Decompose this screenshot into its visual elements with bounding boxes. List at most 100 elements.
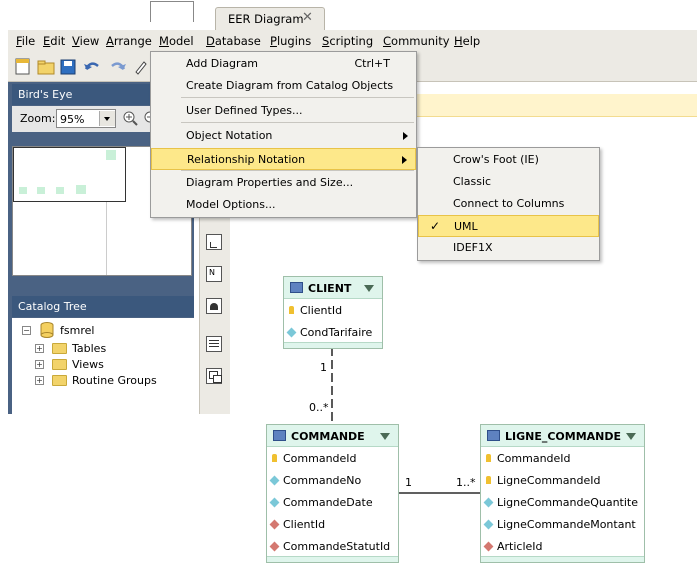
open-folder-icon[interactable] [37, 60, 55, 75]
entity-column[interactable]: LigneCommandeQuantite [481, 492, 644, 514]
collapse-triangle-icon[interactable] [364, 285, 374, 292]
model-menu: Add Diagram Ctrl+T Create Diagram from Cat… [150, 51, 417, 218]
entity-column[interactable]: LigneCommandeId [481, 470, 644, 492]
collapse-triangle-icon[interactable] [380, 433, 390, 440]
submenu-item-connect-to-columns[interactable]: Connect to Columns [418, 193, 599, 215]
note-tool-icon[interactable]: N [206, 266, 222, 282]
menu-edit[interactable]: Edit [43, 34, 65, 48]
menu-item-diagram-properties-and-size[interactable]: Diagram Properties and Size... [151, 172, 416, 194]
birds-eye-title: Bird's Eye [18, 88, 73, 101]
tree-item-routine-groups[interactable]: Routine Groups [72, 374, 157, 387]
menu-community[interactable]: Community [383, 34, 450, 48]
table-tool-icon[interactable] [206, 336, 222, 352]
menu-item-label: Add Diagram [186, 57, 259, 70]
menu-file[interactable]: File [16, 34, 35, 48]
entity-title: LIGNE_COMMANDE [505, 430, 622, 443]
entity-column[interactable]: CommandeId [481, 448, 644, 470]
image-tool-icon[interactable] [206, 298, 222, 314]
minimap-entity [19, 187, 27, 194]
menu-model-active-box [150, 1, 194, 22]
menu-item-object-notation[interactable]: Object Notation [151, 125, 416, 147]
table-icon [290, 282, 303, 293]
expand-icon[interactable]: + [35, 344, 44, 353]
view-tool-icon[interactable] [206, 368, 222, 384]
tab-eer-diagram[interactable]: EER Diagram ✕ [215, 7, 325, 30]
collapse-icon[interactable]: − [22, 326, 31, 335]
menu-item-model-options[interactable]: Model Options... [151, 194, 416, 216]
close-icon[interactable]: ✕ [302, 10, 313, 25]
zoom-in-icon[interactable] [123, 111, 138, 126]
entity-footer [481, 556, 644, 562]
menu-item-user-defined-types[interactable]: User Defined Types... [151, 100, 416, 122]
collapse-triangle-icon[interactable] [626, 433, 636, 440]
toolbar-icons [15, 58, 147, 75]
entity-column[interactable]: ClientId [267, 514, 398, 536]
entity-column[interactable]: ClientId [284, 300, 382, 322]
menu-item-add-diagram[interactable]: Add Diagram Ctrl+T [151, 53, 416, 75]
foreign-key-icon [483, 541, 494, 552]
primary-key-icon [486, 476, 491, 484]
menu-help[interactable]: Help [454, 34, 480, 48]
save-icon[interactable] [60, 59, 76, 75]
attribute-icon [286, 327, 297, 338]
expand-icon[interactable]: + [35, 376, 44, 385]
zoom-select[interactable]: 95% [56, 109, 116, 128]
pencil-icon[interactable] [135, 61, 147, 75]
relation-label-many: 1..* [456, 476, 476, 489]
submenu-item-classic[interactable]: Classic [418, 171, 599, 193]
entity-header[interactable]: LIGNE_COMMANDE [481, 425, 644, 447]
menu-scripting[interactable]: Scripting [322, 34, 373, 48]
undo-icon[interactable] [84, 62, 99, 70]
column-name: CondTarifaire [300, 326, 373, 339]
submenu-item-uml[interactable]: ✓UML [418, 215, 599, 237]
menu-plugins[interactable]: Plugins [270, 34, 311, 48]
entity-footer [284, 342, 382, 348]
tree-item-tables[interactable]: Tables [72, 342, 107, 355]
minimap-entity [37, 187, 45, 194]
entity-column[interactable]: LigneCommandeMontant [481, 514, 644, 536]
menu-view[interactable]: View [72, 34, 99, 48]
menu-bar [8, 30, 697, 52]
tree-item-schema[interactable]: fsmrel [60, 324, 95, 337]
entity-column[interactable]: CommandeStatutId [267, 536, 398, 558]
table-icon [273, 430, 286, 441]
minimap-divider [106, 202, 107, 275]
attribute-icon [483, 519, 494, 530]
chevron-down-icon[interactable] [99, 111, 115, 126]
entity-column[interactable]: ArticleId [481, 536, 644, 558]
column-name: ClientId [300, 304, 343, 317]
redo-icon[interactable] [111, 62, 126, 70]
menu-mnemonic: V [72, 34, 80, 48]
tree-item-views[interactable]: Views [72, 358, 104, 371]
entity-column[interactable]: CommandeId [267, 448, 398, 470]
menu-item-label: Relationship Notation [187, 153, 306, 166]
menu-item-label: Create Diagram from Catalog Objects [186, 79, 394, 92]
menu-item-relationship-notation[interactable]: Relationship Notation [151, 148, 416, 170]
birds-eye-viewport[interactable] [13, 147, 126, 202]
entity-column[interactable]: CommandeDate [267, 492, 398, 514]
column-name: CommandeId [497, 452, 571, 465]
entity-header[interactable]: COMMANDE [267, 425, 398, 447]
expand-icon[interactable]: + [35, 360, 44, 369]
submenu-item-crow-s-foot-ie[interactable]: Crow's Foot (IE) [418, 149, 599, 171]
catalog-tree-header: Catalog Tree [12, 296, 194, 317]
menu-item-create-diagram-from-catalog-objects[interactable]: Create Diagram from Catalog Objects [151, 75, 416, 97]
menu-item-shortcut: Ctrl+T [354, 57, 390, 70]
menu-item-label: User Defined Types... [186, 104, 303, 117]
menu-mnemonic: M [159, 34, 169, 48]
entity-column[interactable]: CommandeNo [267, 470, 398, 492]
new-document-icon[interactable] [15, 58, 30, 75]
entity-header[interactable]: CLIENT [284, 277, 382, 299]
layer-tool-icon[interactable] [206, 234, 222, 250]
column-name: CommandeNo [283, 474, 362, 487]
submenu-item-idef1x[interactable]: IDEF1X [418, 237, 599, 259]
menu-model[interactable]: Model [159, 34, 194, 48]
menu-database[interactable]: Database [206, 34, 261, 48]
menu-arrange[interactable]: Arrange [106, 34, 152, 48]
entity-column[interactable]: CondTarifaire [284, 322, 382, 344]
birds-eye-header: Bird's Eye [12, 84, 194, 105]
